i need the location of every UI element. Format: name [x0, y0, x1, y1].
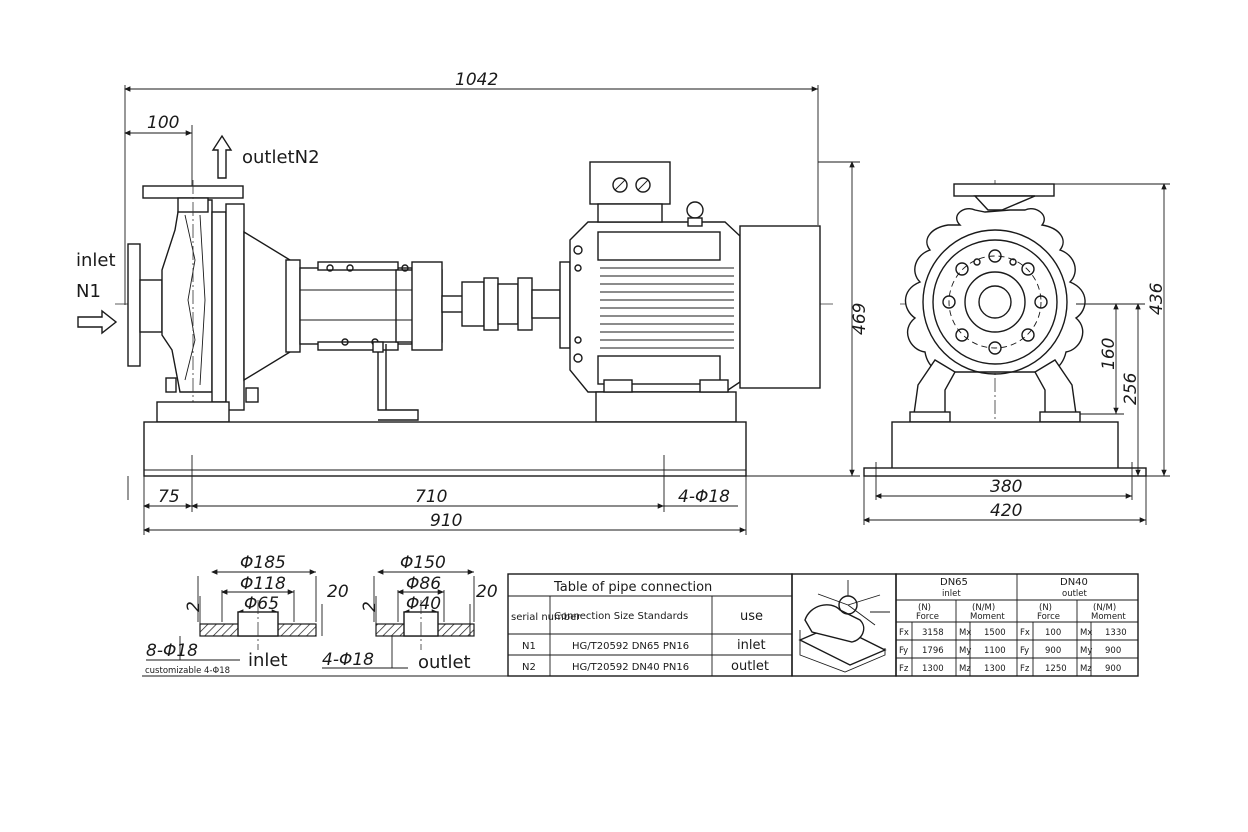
dim-overall-length: 1042: [455, 70, 498, 90]
pipe-connection-table: Table of pipe connection serial number C…: [507, 573, 793, 677]
load-g2-sub: outlet: [1062, 589, 1088, 599]
outlet-right-thick: 20: [476, 582, 498, 602]
load-g1-r3-c2: 1300: [922, 664, 944, 674]
load-g2-r3-c1: Fz: [1020, 664, 1030, 674]
load-g1-r3-c3: Mz: [959, 664, 971, 674]
load-g1-r2-c3: My: [959, 646, 971, 656]
load-g2-h4: Moment: [1091, 612, 1126, 622]
inlet-right-thick: 20: [327, 582, 349, 602]
inlet-outer-dia: Φ185: [240, 553, 286, 573]
load-g1-r1-c2: 3158: [922, 628, 944, 638]
load-g2-r3-c3: Mz: [1080, 664, 1092, 674]
pipe-table-r1-use: inlet: [737, 638, 766, 653]
dim-height: 469: [850, 303, 870, 335]
load-g1-r1-c3: Mx: [959, 628, 971, 638]
load-g2-r1-c1: Fx: [1020, 628, 1030, 638]
inlet-note: customizable 4-Φ18: [145, 666, 230, 676]
outlet-holes: 4-Φ18: [322, 650, 374, 670]
load-g1-h1: (N): [918, 603, 931, 613]
dim-outlet-height: 160: [1099, 338, 1119, 370]
load-g2-r2-c3: My: [1080, 646, 1092, 656]
load-g2-r3-c2: 1250: [1045, 664, 1067, 674]
dim-bolt-span: 710: [415, 487, 447, 507]
load-g2-r1-c3: Mx: [1080, 628, 1092, 638]
outlet-bolt-circle: Φ86: [406, 574, 441, 594]
load-g1-r1-c4: 1500: [984, 628, 1006, 638]
flange-inlet: Φ185 Φ118 Φ65 2 20 8-Φ18 customizable 4-…: [145, 553, 349, 676]
dim-center-height: 256: [1121, 372, 1141, 405]
load-g2-r1-c4: 1330: [1105, 628, 1127, 638]
inlet-left-thick: 2: [184, 601, 204, 612]
outlet-outer-dia: Φ150: [400, 553, 446, 573]
load-g1-r1-c1: Fx: [899, 628, 909, 638]
load-g2-title: DN40: [1060, 577, 1088, 588]
inlet-bolt-circle: Φ118: [240, 574, 286, 594]
dim-inlet-offset: 100: [147, 113, 179, 133]
outlet-label: outletN2: [242, 147, 320, 168]
pipe-table-head-serial: serial number: [511, 612, 581, 623]
inlet-holes: 8-Φ18: [146, 641, 198, 661]
dim-base-width: 420: [990, 501, 1022, 521]
flange-outlet: Φ150 Φ86 Φ40 2 20 4-Φ18 outlet: [322, 553, 498, 673]
load-g1-r2-c2: 1796: [922, 646, 944, 656]
dim-base-left: 75: [158, 487, 180, 507]
outlet-arrow-icon: [211, 134, 233, 179]
pipe-table-r2-std: HG/T20592 DN40 PN16: [572, 662, 689, 673]
load-g1-h4: Moment: [970, 612, 1005, 622]
inlet-bore: Φ65: [244, 594, 279, 614]
load-g2-h3: (N/M): [1093, 603, 1116, 613]
pipe-table-title: Table of pipe connection: [553, 580, 712, 595]
outlet-bore: Φ40: [406, 594, 441, 614]
dim-base-holes: 4-Φ18: [678, 487, 730, 507]
load-g1-h2: Force: [916, 612, 939, 622]
load-g2-h2: Force: [1037, 612, 1060, 622]
end-view: 436 256 160 380 420: [863, 180, 1170, 525]
load-g1-r3-c4: 1300: [984, 664, 1006, 674]
pipe-table-r1-id: N1: [522, 641, 536, 652]
inlet-arrow-icon: [77, 309, 118, 335]
dim-base-length: 910: [430, 511, 462, 531]
load-g1-h3: (N/M): [972, 603, 995, 613]
outlet-flange-name: outlet: [418, 652, 471, 673]
side-view: 1042 100 outletN2 inlet N1: [76, 70, 870, 535]
load-g1-r3-c1: Fz: [899, 664, 909, 674]
pipe-table-r2-id: N2: [522, 662, 536, 673]
dim-total-height: 436: [1147, 282, 1167, 315]
inlet-tag: N1: [76, 281, 101, 302]
pipe-table-r1-std: HG/T20592 DN65 PN16: [572, 641, 689, 652]
nozzle-load-table: DN65 inlet (N) Force (N/M) Moment Fx 315…: [895, 573, 1139, 677]
load-g2-h1: (N): [1039, 603, 1052, 613]
load-g1-title: DN65: [940, 577, 968, 588]
pipe-table-head-use: use: [740, 609, 763, 624]
load-g2-r1-c2: 100: [1045, 628, 1061, 638]
motor-fins: [600, 267, 734, 349]
load-g2-r3-c4: 900: [1105, 664, 1121, 674]
load-g1-r2-c1: Fy: [899, 646, 908, 656]
pipe-table-head-standard: Connection Size Standards: [554, 611, 688, 622]
load-g2-r2-c4: 900: [1105, 646, 1121, 656]
load-g2-r2-c1: Fy: [1020, 646, 1029, 656]
load-g1-r2-c4: 1100: [984, 646, 1006, 656]
dim-bolt-span-end: 380: [990, 477, 1022, 497]
isometric-pump-sketch: [791, 573, 897, 677]
outlet-left-thick: 2: [360, 601, 380, 612]
inlet-label: inlet: [76, 250, 116, 271]
load-g1-sub: inlet: [942, 589, 961, 599]
inlet-flange-name: inlet: [248, 650, 288, 671]
pipe-table-r2-use: outlet: [731, 659, 769, 674]
load-g2-r2-c2: 900: [1045, 646, 1061, 656]
